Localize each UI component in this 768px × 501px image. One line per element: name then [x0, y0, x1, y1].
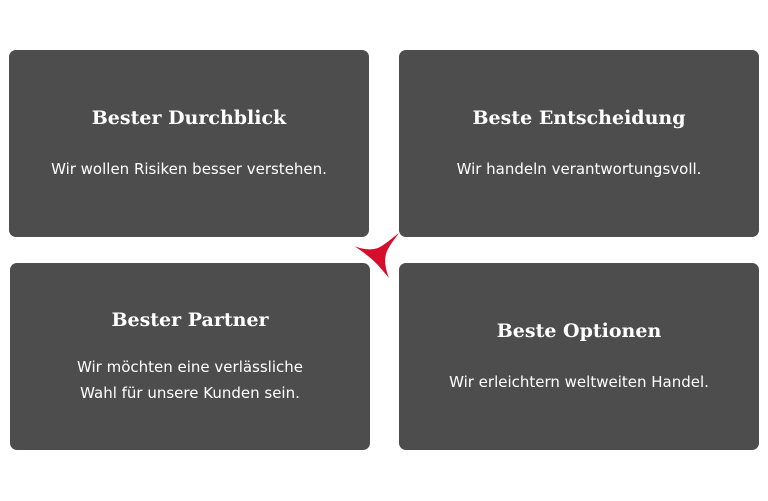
- card-description: Wir möchten eine verlässliche Wahl für u…: [76, 357, 303, 402]
- card-description: Wir handeln verantwortungsvoll.: [456, 159, 702, 178]
- card-description: Wir erleichtern weltweiten Handel.: [449, 372, 709, 391]
- card-description: Wir wollen Risiken besser verstehen.: [51, 159, 327, 178]
- value-card-beste-entscheidung: Beste Entscheidung Wir handeln verantwor…: [399, 50, 759, 237]
- card-title: Bester Partner: [111, 308, 269, 331]
- card-title: Bester Durchblick: [91, 106, 287, 129]
- card-title: Beste Entscheidung: [472, 106, 686, 129]
- red-tri-swoosh-logo-icon: [354, 233, 399, 278]
- card-title: Beste Optionen: [496, 319, 662, 342]
- value-card-bester-durchblick: Bester Durchblick Wir wollen Risiken bes…: [9, 50, 369, 237]
- value-card-bester-partner: Bester Partner Wir möchten eine verlässl…: [10, 263, 370, 450]
- value-card-beste-optionen: Beste Optionen Wir erleichtern weltweite…: [399, 263, 759, 450]
